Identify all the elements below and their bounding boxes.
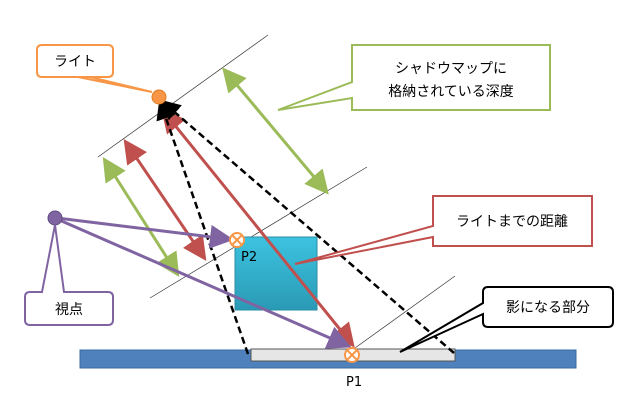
depth-plane-line (354, 275, 456, 349)
light-source (151, 89, 167, 105)
depth-callout-line1: シャドウマップに (395, 61, 507, 77)
distance-callout: ライトまでの距離 (294, 195, 593, 265)
depth-arrow (222, 67, 329, 195)
viewpoint-callout: 視点 (24, 224, 114, 326)
depth-callout: シャドウマップに 格納されている深度 (277, 44, 551, 111)
p1-marker-icon (344, 347, 360, 363)
light-frustum-edge (160, 99, 455, 354)
viewpoint-marker (47, 210, 63, 226)
light-callout-text: ライト (54, 54, 96, 70)
distance-arrow (123, 139, 207, 261)
p2-marker-icon (229, 232, 245, 248)
p1-label: P1 (346, 375, 362, 390)
view-ray (56, 216, 234, 249)
distance-arrow (161, 108, 355, 348)
light-frustum-edge (156, 99, 250, 355)
view-ray (56, 217, 352, 349)
shadow-callout-text: 影になる部分 (506, 300, 590, 316)
p2-label: P2 (241, 250, 257, 265)
depth-callout-line2: 格納されている深度 (388, 84, 514, 100)
distance-callout-text: ライトまでの距離 (456, 213, 568, 230)
light-callout: ライト (36, 44, 153, 93)
viewpoint-callout-text: 視点 (55, 302, 83, 318)
shadow-callout: 影になる部分 (399, 286, 614, 353)
depth-plane-line (97, 34, 269, 158)
